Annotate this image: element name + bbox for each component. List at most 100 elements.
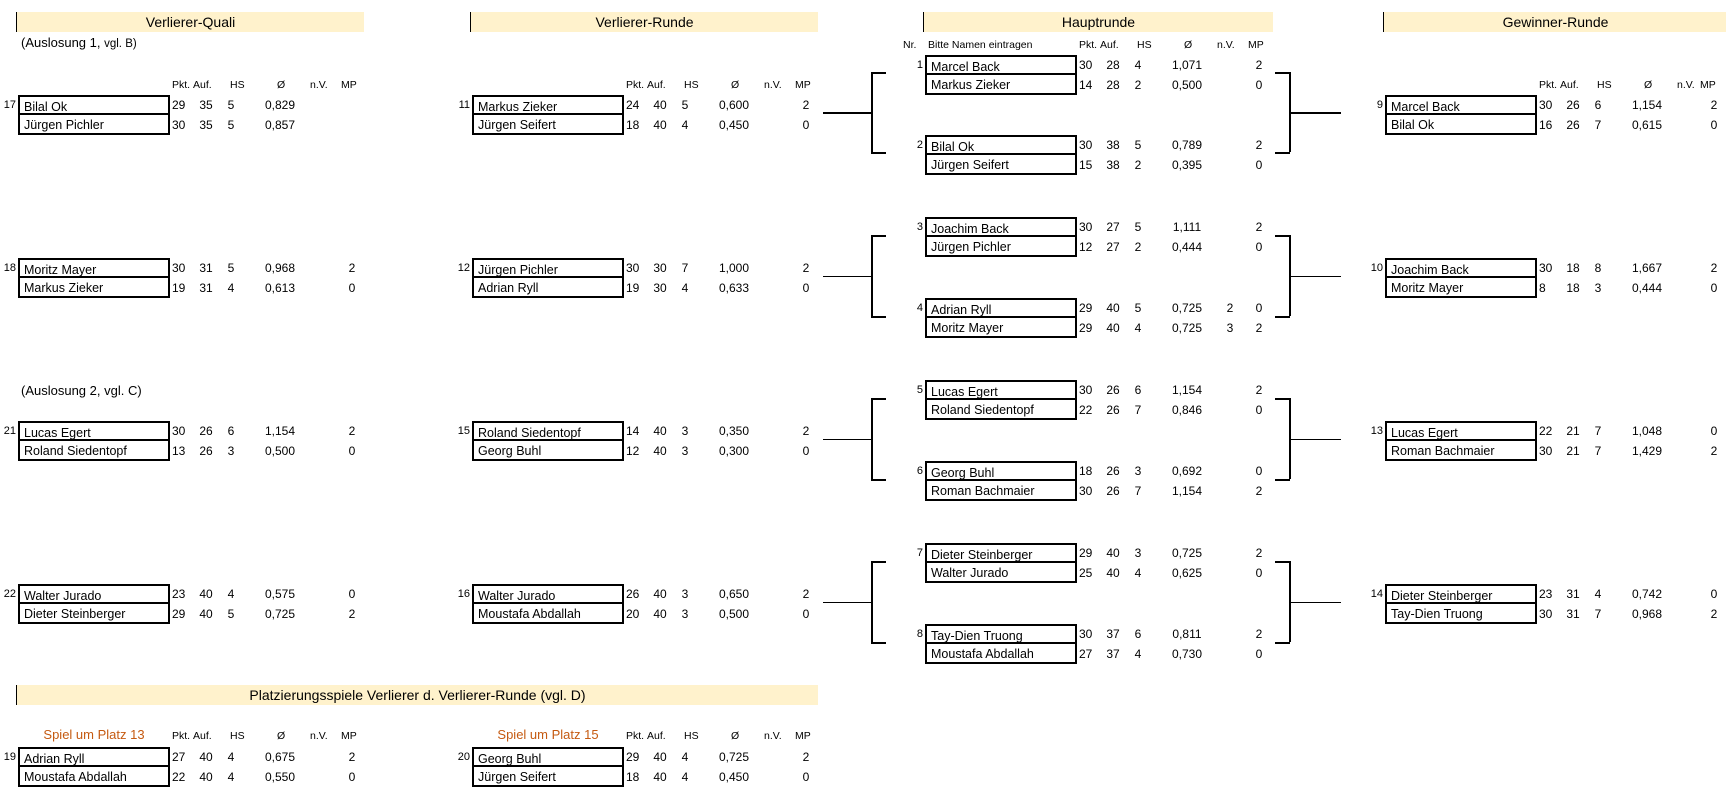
score-pkt: 15 — [1079, 158, 1093, 172]
player-name-field[interactable]: Bilal Ok — [925, 135, 1077, 155]
player-name-field[interactable]: Roland Siedentopf — [472, 421, 624, 441]
col-header-pkt: Pkt. — [1539, 79, 1558, 91]
player-name-field[interactable]: Bilal Ok — [1385, 115, 1537, 135]
player-name-field[interactable]: Markus Zieker — [18, 278, 170, 298]
match-number: 2 — [916, 139, 923, 151]
bracket-left-3 — [871, 479, 886, 481]
player-name-field[interactable]: Dieter Steinberger — [1385, 584, 1537, 604]
score-auf: 27 — [1106, 220, 1120, 234]
score-auf: 30 — [653, 281, 667, 295]
player-name-field[interactable]: Jürgen Seifert — [472, 767, 624, 787]
player-name-field[interactable]: Jürgen Pichler — [18, 115, 170, 135]
player-name-field[interactable]: Markus Zieker — [472, 95, 624, 115]
player-name-field[interactable]: Moritz Mayer — [925, 318, 1077, 338]
score-pkt: 29 — [1079, 301, 1093, 315]
score-avg: 0,829 — [264, 98, 296, 112]
score-mp: 0 — [802, 118, 810, 132]
player-name-field[interactable]: Dieter Steinberger — [18, 604, 170, 624]
player-name-field[interactable]: Walter Jurado — [472, 584, 624, 604]
score-mp: 0 — [802, 607, 810, 621]
score-hs: 5 — [227, 607, 235, 621]
player-name-field[interactable]: Walter Jurado — [925, 563, 1077, 583]
player-name-field[interactable]: Marcel Back — [1385, 95, 1537, 115]
match-number: 1 — [916, 59, 923, 71]
score-mp: 2 — [802, 750, 810, 764]
score-hs: 5 — [227, 261, 235, 275]
player-name-field[interactable]: Tay-Dien Truong — [925, 624, 1077, 644]
player-name-field[interactable]: Dieter Steinberger — [925, 543, 1077, 563]
player-name-field[interactable]: Lucas Egert — [18, 421, 170, 441]
score-pkt: 29 — [1079, 546, 1093, 560]
player-name-field[interactable]: Jürgen Pichler — [472, 258, 624, 278]
player-name-field[interactable]: Adrian Ryll — [18, 747, 170, 767]
player-name-field[interactable]: Roland Siedentopf — [925, 400, 1077, 420]
bracket-right-2 — [1289, 275, 1341, 277]
player-name-field[interactable]: Walter Jurado — [18, 584, 170, 604]
player-name-field[interactable]: Tay-Dien Truong — [1385, 604, 1537, 624]
score-pkt: 20 — [626, 607, 640, 621]
player-name-field[interactable]: Georg Buhl — [472, 747, 624, 767]
score-mp: 2 — [348, 261, 356, 275]
score-avg: 1,111 — [1172, 220, 1202, 234]
score-avg: 0,613 — [264, 281, 296, 295]
player-name-field[interactable]: Jürgen Seifert — [925, 155, 1077, 175]
score-pkt: 8 — [1539, 281, 1546, 295]
score-pkt: 14 — [626, 424, 640, 438]
col-header-pkt: Pkt. — [626, 79, 645, 91]
player-name-field[interactable]: Jürgen Pichler — [925, 237, 1077, 257]
col-header-nv: n.V. — [310, 79, 328, 91]
player-name-field[interactable]: Lucas Egert — [1385, 421, 1537, 441]
bracket-left-4 — [871, 561, 873, 642]
match-number: 22 — [3, 588, 16, 600]
score-avg: 0,500 — [264, 444, 296, 458]
col-header-pkt: Pkt. — [1079, 39, 1098, 51]
col-header-mp: MP — [795, 730, 811, 742]
player-name-field[interactable]: Moritz Mayer — [18, 258, 170, 278]
bracket-left-1 — [871, 72, 873, 152]
player-name-field[interactable]: Moustafa Abdallah — [18, 767, 170, 787]
score-auf: 21 — [1566, 424, 1580, 438]
player-name-field[interactable]: Moustafa Abdallah — [925, 644, 1077, 664]
col-header-pkt: Pkt. — [172, 730, 191, 742]
player-name-field[interactable]: Adrian Ryll — [925, 298, 1077, 318]
score-pkt: 18 — [626, 770, 640, 784]
player-name-field[interactable]: Roland Siedentopf — [18, 441, 170, 461]
player-name-field[interactable]: Joachim Back — [1385, 258, 1537, 278]
score-mp: 2 — [1710, 444, 1718, 458]
col-header-auf: Auf. — [1100, 39, 1119, 51]
score-avg: 0,444 — [1631, 281, 1663, 295]
player-name-field[interactable]: Roman Bachmaier — [925, 481, 1077, 501]
score-avg: 0,725 — [264, 607, 296, 621]
col-header-avg: Ø — [277, 79, 286, 91]
score-pkt: 30 — [172, 118, 186, 132]
player-name-field[interactable]: Moritz Mayer — [1385, 278, 1537, 298]
player-name-field[interactable]: Georg Buhl — [925, 461, 1077, 481]
score-pkt: 26 — [626, 587, 640, 601]
score-hs: 4 — [227, 281, 235, 295]
score-pkt: 27 — [1079, 647, 1093, 661]
player-name-field[interactable]: Adrian Ryll — [472, 278, 624, 298]
player-name-field[interactable]: Georg Buhl — [472, 441, 624, 461]
header-hauptrunde: Hauptrunde — [923, 12, 1273, 32]
score-pkt: 30 — [1539, 444, 1553, 458]
player-name-field[interactable]: Roman Bachmaier — [1385, 441, 1537, 461]
player-name-field[interactable]: Markus Zieker — [925, 75, 1077, 95]
player-name-field[interactable]: Bilal Ok — [18, 95, 170, 115]
player-name-field[interactable]: Jürgen Seifert — [472, 115, 624, 135]
score-auf: 26 — [1566, 118, 1580, 132]
player-name-field[interactable]: Joachim Back — [925, 217, 1077, 237]
player-name-field[interactable]: Marcel Back — [925, 55, 1077, 75]
player-name-field[interactable]: Lucas Egert — [925, 380, 1077, 400]
col-header-hs: HS — [684, 79, 699, 91]
player-name-field[interactable]: Moustafa Abdallah — [472, 604, 624, 624]
